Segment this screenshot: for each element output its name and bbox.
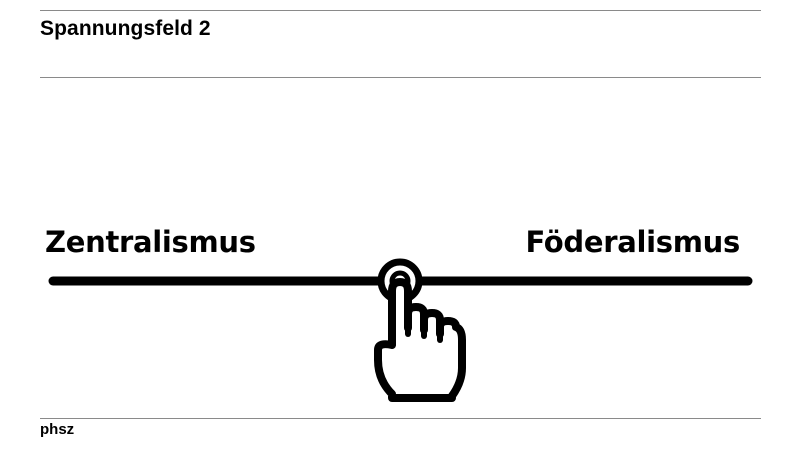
title-divider bbox=[40, 77, 761, 78]
footer-divider bbox=[40, 418, 761, 419]
pointing-hand-icon[interactable] bbox=[374, 258, 466, 402]
footer-logo: phsz bbox=[40, 421, 75, 438]
slide-title: Spannungsfeld 2 bbox=[40, 17, 211, 40]
top-divider bbox=[40, 10, 761, 11]
scale-right-label: Föderalismus bbox=[525, 225, 740, 259]
scale-left-label: Zentralismus bbox=[45, 225, 256, 259]
